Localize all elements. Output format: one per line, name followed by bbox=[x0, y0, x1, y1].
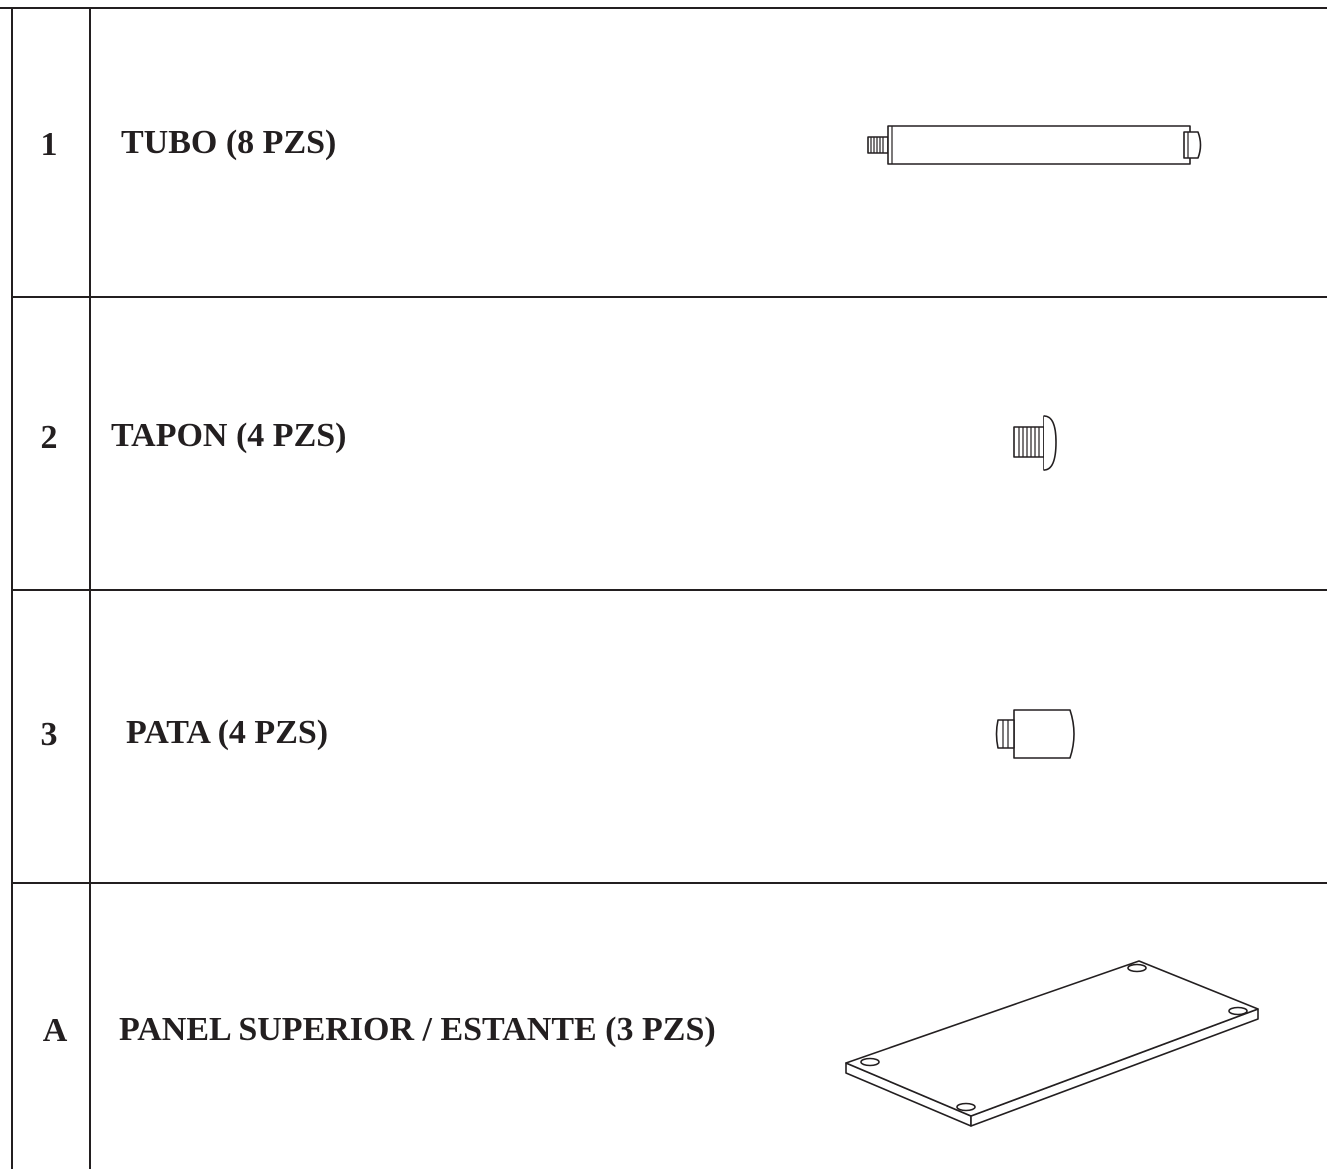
leg-foot-illustration bbox=[995, 709, 1075, 759]
row-divider bbox=[11, 296, 1327, 298]
column-divider bbox=[89, 7, 91, 1169]
tube-illustration bbox=[867, 125, 1202, 165]
table-left-border bbox=[11, 7, 13, 1169]
part-label: TUBO (8 PZS) bbox=[121, 124, 337, 161]
part-number: A bbox=[42, 1012, 68, 1049]
row-divider bbox=[11, 589, 1327, 591]
table-top-border bbox=[0, 7, 1327, 9]
part-label: TAPON (4 PZS) bbox=[111, 417, 347, 454]
part-number: 2 bbox=[40, 419, 58, 456]
panel-illustration bbox=[845, 960, 1259, 1127]
cap-illustration bbox=[1013, 415, 1057, 471]
part-label: PANEL SUPERIOR / ESTANTE (3 PZS) bbox=[119, 1011, 716, 1048]
part-number: 3 bbox=[40, 716, 58, 753]
part-label: PATA (4 PZS) bbox=[126, 714, 329, 751]
part-number: 1 bbox=[40, 126, 58, 163]
row-divider bbox=[11, 882, 1327, 884]
